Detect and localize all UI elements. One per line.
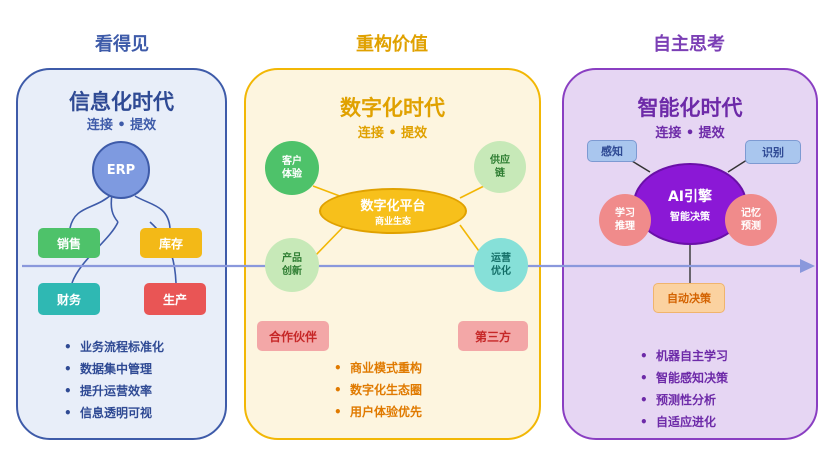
bullet-item: •业务流程标准化 [64,340,165,354]
panel-subtitle: 连接 • 提效 [357,126,428,141]
panel-intelligent-era: 智能化时代 连接 • 提效 [562,68,818,440]
bullet-item: •机器自主学习 [640,349,729,363]
column-heading-think: 自主思考 [653,34,725,55]
bullet-item: •智能感知决策 [640,371,729,385]
panel-title: 智能化时代 [637,96,743,120]
perceive-box: 感知 [587,140,637,162]
platform-subtitle: 商业生态 [374,217,411,227]
recognize-box: 识别 [745,140,801,164]
finance-label: 财务 [56,292,81,307]
column-heading-value: 重构价值 [356,34,428,55]
engine-title: AI引擎 [667,188,713,205]
learning-reasoning-node: 学习 推理 [599,194,651,246]
third-party-box: 第三方 [458,321,528,351]
bullet-item: •提升运营效率 [64,384,153,398]
operations-optimization-node: 运营 优化 [474,238,528,292]
production-label: 生产 [162,292,187,307]
auto-decision-box: 自动决策 [653,283,725,313]
customer-experience-node: 客户 体验 [265,141,319,195]
panel2-bullet-list: •商业模式重构 •数字化生态圈 •用户体验优先 [334,357,422,423]
bullet-item: •自适应进化 [640,415,717,429]
finance-box: 财务 [38,283,100,315]
column-heading-see: 看得见 [95,34,149,55]
panel-subtitle: 连接 • 提效 [86,118,157,133]
supply-chain-node: 供应 链 [474,141,526,193]
bullet-item: •预测性分析 [640,393,717,407]
platform-title: 数字化平台 [360,199,426,214]
erp-node: ERP [92,141,150,199]
panel1-bullet-list: •业务流程标准化 •数据集中管理 •提升运营效率 •信息透明可视 [64,336,164,424]
sales-box: 销售 [38,228,100,258]
inventory-label: 库存 [158,236,183,251]
engine-subtitle: 智能决策 [670,211,710,223]
inventory-box: 库存 [140,228,202,258]
timeline-arrow [22,259,815,273]
production-box: 生产 [144,283,206,315]
memory-prediction-node: 记忆 预测 [725,194,777,246]
bullet-item: •用户体验优先 [334,405,423,419]
partner-box: 合作伙伴 [257,321,329,351]
sales-label: 销售 [56,236,81,251]
panel-subtitle: 连接 • 提效 [655,126,725,141]
bullet-item: •数据集中管理 [64,362,153,376]
panel-title: 数字化时代 [340,96,445,120]
panel-title: 信息化时代 [69,90,174,114]
erp-label: ERP [106,162,136,178]
bullet-item: •数字化生态圈 [334,383,423,397]
panel3-bullet-list: •机器自主学习 •智能感知决策 •预测性分析 •自适应进化 [640,345,728,433]
digital-platform-node: 数字化平台 商业生态 [319,188,467,234]
bullet-item: •商业模式重构 [334,361,423,375]
bullet-item: •信息透明可视 [64,406,153,420]
product-innovation-node: 产品 创新 [265,238,319,292]
